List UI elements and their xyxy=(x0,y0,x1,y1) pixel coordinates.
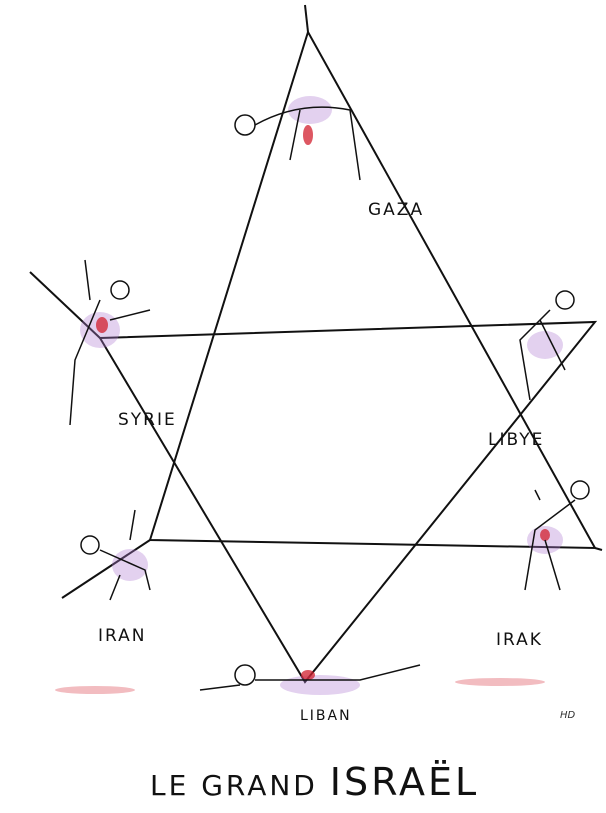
spike-top xyxy=(304,4,309,33)
figure-liban xyxy=(199,664,421,691)
upward-triangle xyxy=(148,29,597,550)
wash-marks xyxy=(80,96,563,695)
label-irak: IRAK xyxy=(496,630,543,650)
artist-signature: HD xyxy=(560,710,576,721)
label-iran: IRAN xyxy=(98,626,147,646)
label-syrie: SYRIE xyxy=(118,410,177,430)
label-gaza: GAZA xyxy=(368,200,425,220)
title-part1: LE GRAND xyxy=(150,769,318,802)
figure-irak xyxy=(524,480,590,591)
downward-triangle xyxy=(98,320,598,684)
label-liban: LIBAN xyxy=(300,708,352,724)
figure-syrie xyxy=(69,259,151,426)
figure-gaza xyxy=(234,106,361,181)
red-marks xyxy=(55,125,550,694)
figures xyxy=(69,106,590,691)
figure-iran xyxy=(80,509,151,601)
figure-libye xyxy=(519,290,575,401)
cartoon-title: LE GRAND ISRAËL xyxy=(150,760,479,804)
spike-irak xyxy=(594,547,603,551)
label-libye: LIBYE xyxy=(488,430,545,450)
spike-iran xyxy=(61,539,151,599)
title-part2: ISRAËL xyxy=(329,760,480,804)
